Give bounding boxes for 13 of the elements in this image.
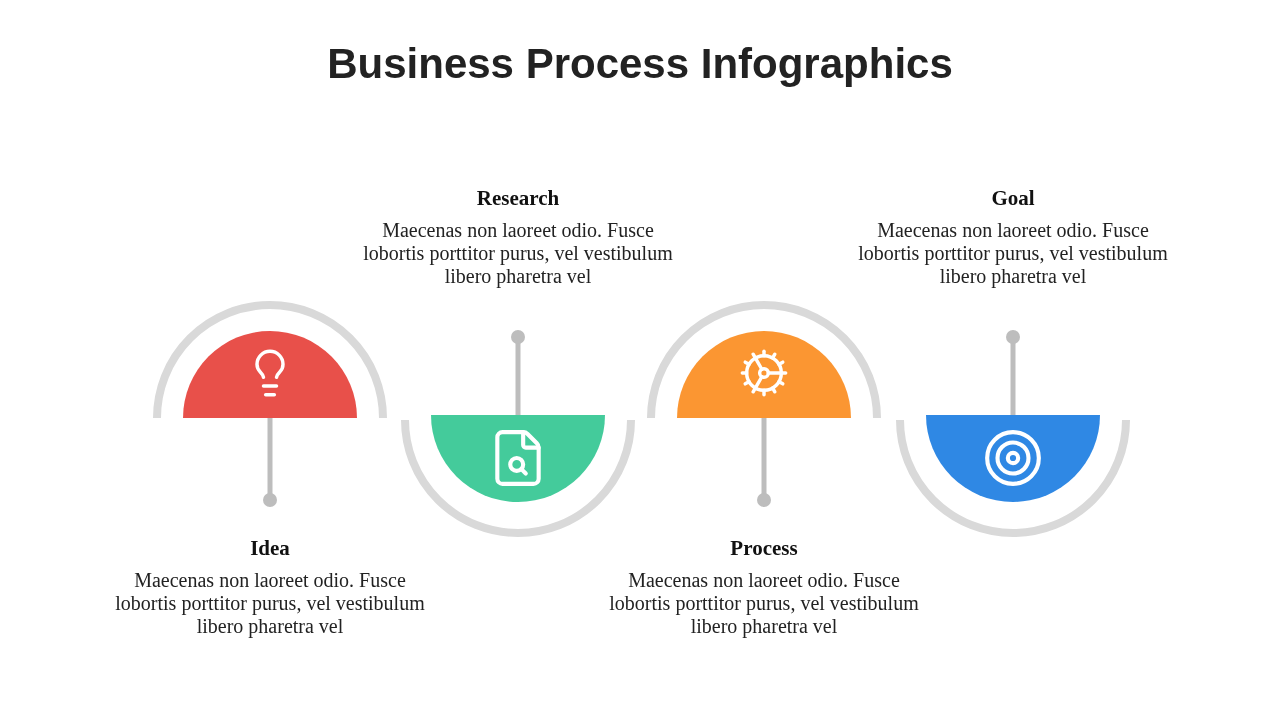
leader-line bbox=[1006, 330, 1020, 415]
step-description: Maecenas non laoreet odio. Fusce lobortis porttitor purus, vel vestibulum libero pharetra vel bbox=[114, 569, 426, 638]
title: Business Process Infographics bbox=[327, 40, 953, 88]
step-heading: Idea bbox=[250, 536, 290, 561]
step-description: Maecenas non laoreet odio. Fusce lobortis porttitor purus, vel vestibulum libero pharetra vel bbox=[608, 569, 920, 638]
step-heading: Research bbox=[476, 186, 560, 211]
leader-line bbox=[263, 418, 277, 507]
leader-line bbox=[757, 418, 771, 507]
leader-line bbox=[511, 330, 525, 415]
step-heading: Process bbox=[730, 536, 798, 561]
step-description: Maecenas non laoreet odio. Fusce lobortis porttitor purus, vel vestibulum libero pharetra vel bbox=[857, 219, 1169, 288]
step-heading: Goal bbox=[991, 186, 1035, 211]
step-description: Maecenas non laoreet odio. Fusce lobortis porttitor purus, vel vestibulum libero pharetra vel bbox=[362, 219, 674, 288]
